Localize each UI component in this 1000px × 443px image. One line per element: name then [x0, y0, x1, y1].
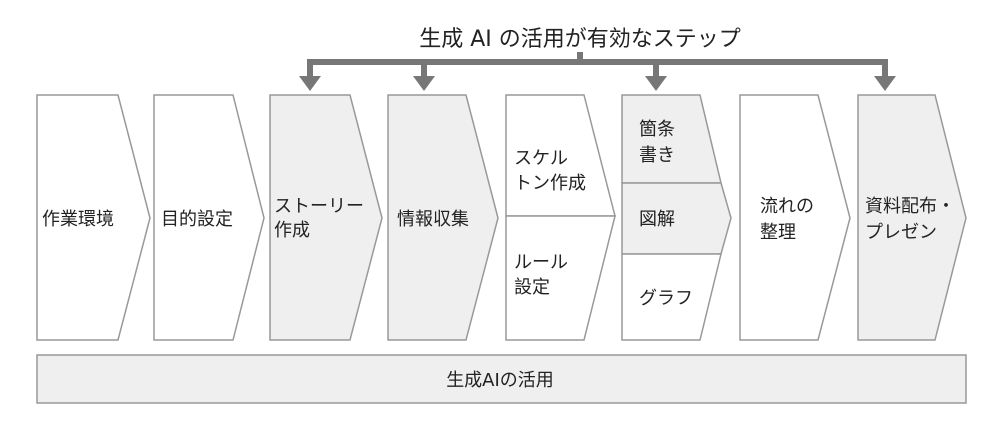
step-present: 資料配布・ プレゼン — [857, 94, 967, 341]
step-graph-label: グラフ — [639, 288, 693, 309]
step-diagram-label: 図解 — [639, 209, 675, 230]
step-bullets-label-line1: 箇条 — [639, 119, 675, 140]
base-bar-label: 生成AIの活用 — [446, 370, 554, 391]
step-env-label: 作業環境 — [42, 209, 114, 230]
step-flow-shape — [739, 94, 851, 341]
step-story: ストーリー 作成 — [269, 94, 383, 341]
step-flow: 流れの 整理 — [739, 94, 851, 341]
step-story-shape — [269, 94, 383, 341]
step-purpose-label: 目的設定 — [161, 209, 233, 230]
arrow-head-story — [299, 76, 321, 91]
step-info: 情報収集 — [387, 94, 499, 341]
step-purpose-shape — [153, 94, 265, 341]
step-rules-label-line1: ルール — [514, 252, 568, 273]
step-diagram-shape — [621, 182, 732, 255]
step-rules-shape — [505, 215, 616, 341]
step-skeleton-label-line2: トン作成 — [514, 173, 586, 194]
step-present-label-line1: 資料配布・ — [865, 196, 955, 217]
step-graph-shape — [621, 253, 722, 341]
diagram-title: 生成 AI の活用が有効なステップ — [419, 27, 741, 52]
step-present-label-line2: プレゼン — [865, 222, 937, 243]
step-skeleton-label-line1: スケル — [514, 148, 568, 169]
arrow-head-present — [874, 76, 896, 91]
step-info-shape — [387, 94, 499, 341]
step-env: 作業環境 — [36, 94, 151, 341]
base-bar: 生成AIの活用 — [36, 354, 967, 404]
step-info-label: 情報収集 — [397, 209, 469, 230]
step-flow-label-line2: 整理 — [760, 222, 796, 243]
step-visual: 箇条 書き 図解 グラフ — [621, 94, 732, 341]
step-story-label-line1: ストーリー — [274, 196, 364, 217]
step-bullets-label-line2: 書き — [639, 145, 675, 166]
base-bar-shape — [36, 354, 967, 404]
step-env-shape — [36, 94, 151, 341]
arrow-head-info — [413, 76, 435, 91]
step-structure: スケル トン作成 ルール 設定 — [505, 94, 616, 341]
step-present-shape — [857, 94, 967, 341]
step-flow-label-line1: 流れの — [760, 196, 814, 217]
arrow-head-visual — [645, 76, 667, 91]
step-purpose: 目的設定 — [153, 94, 265, 341]
highlight-bracket — [299, 52, 896, 91]
step-rules-label-line2: 設定 — [514, 277, 550, 298]
step-story-label-line2: 作成 — [274, 220, 310, 241]
